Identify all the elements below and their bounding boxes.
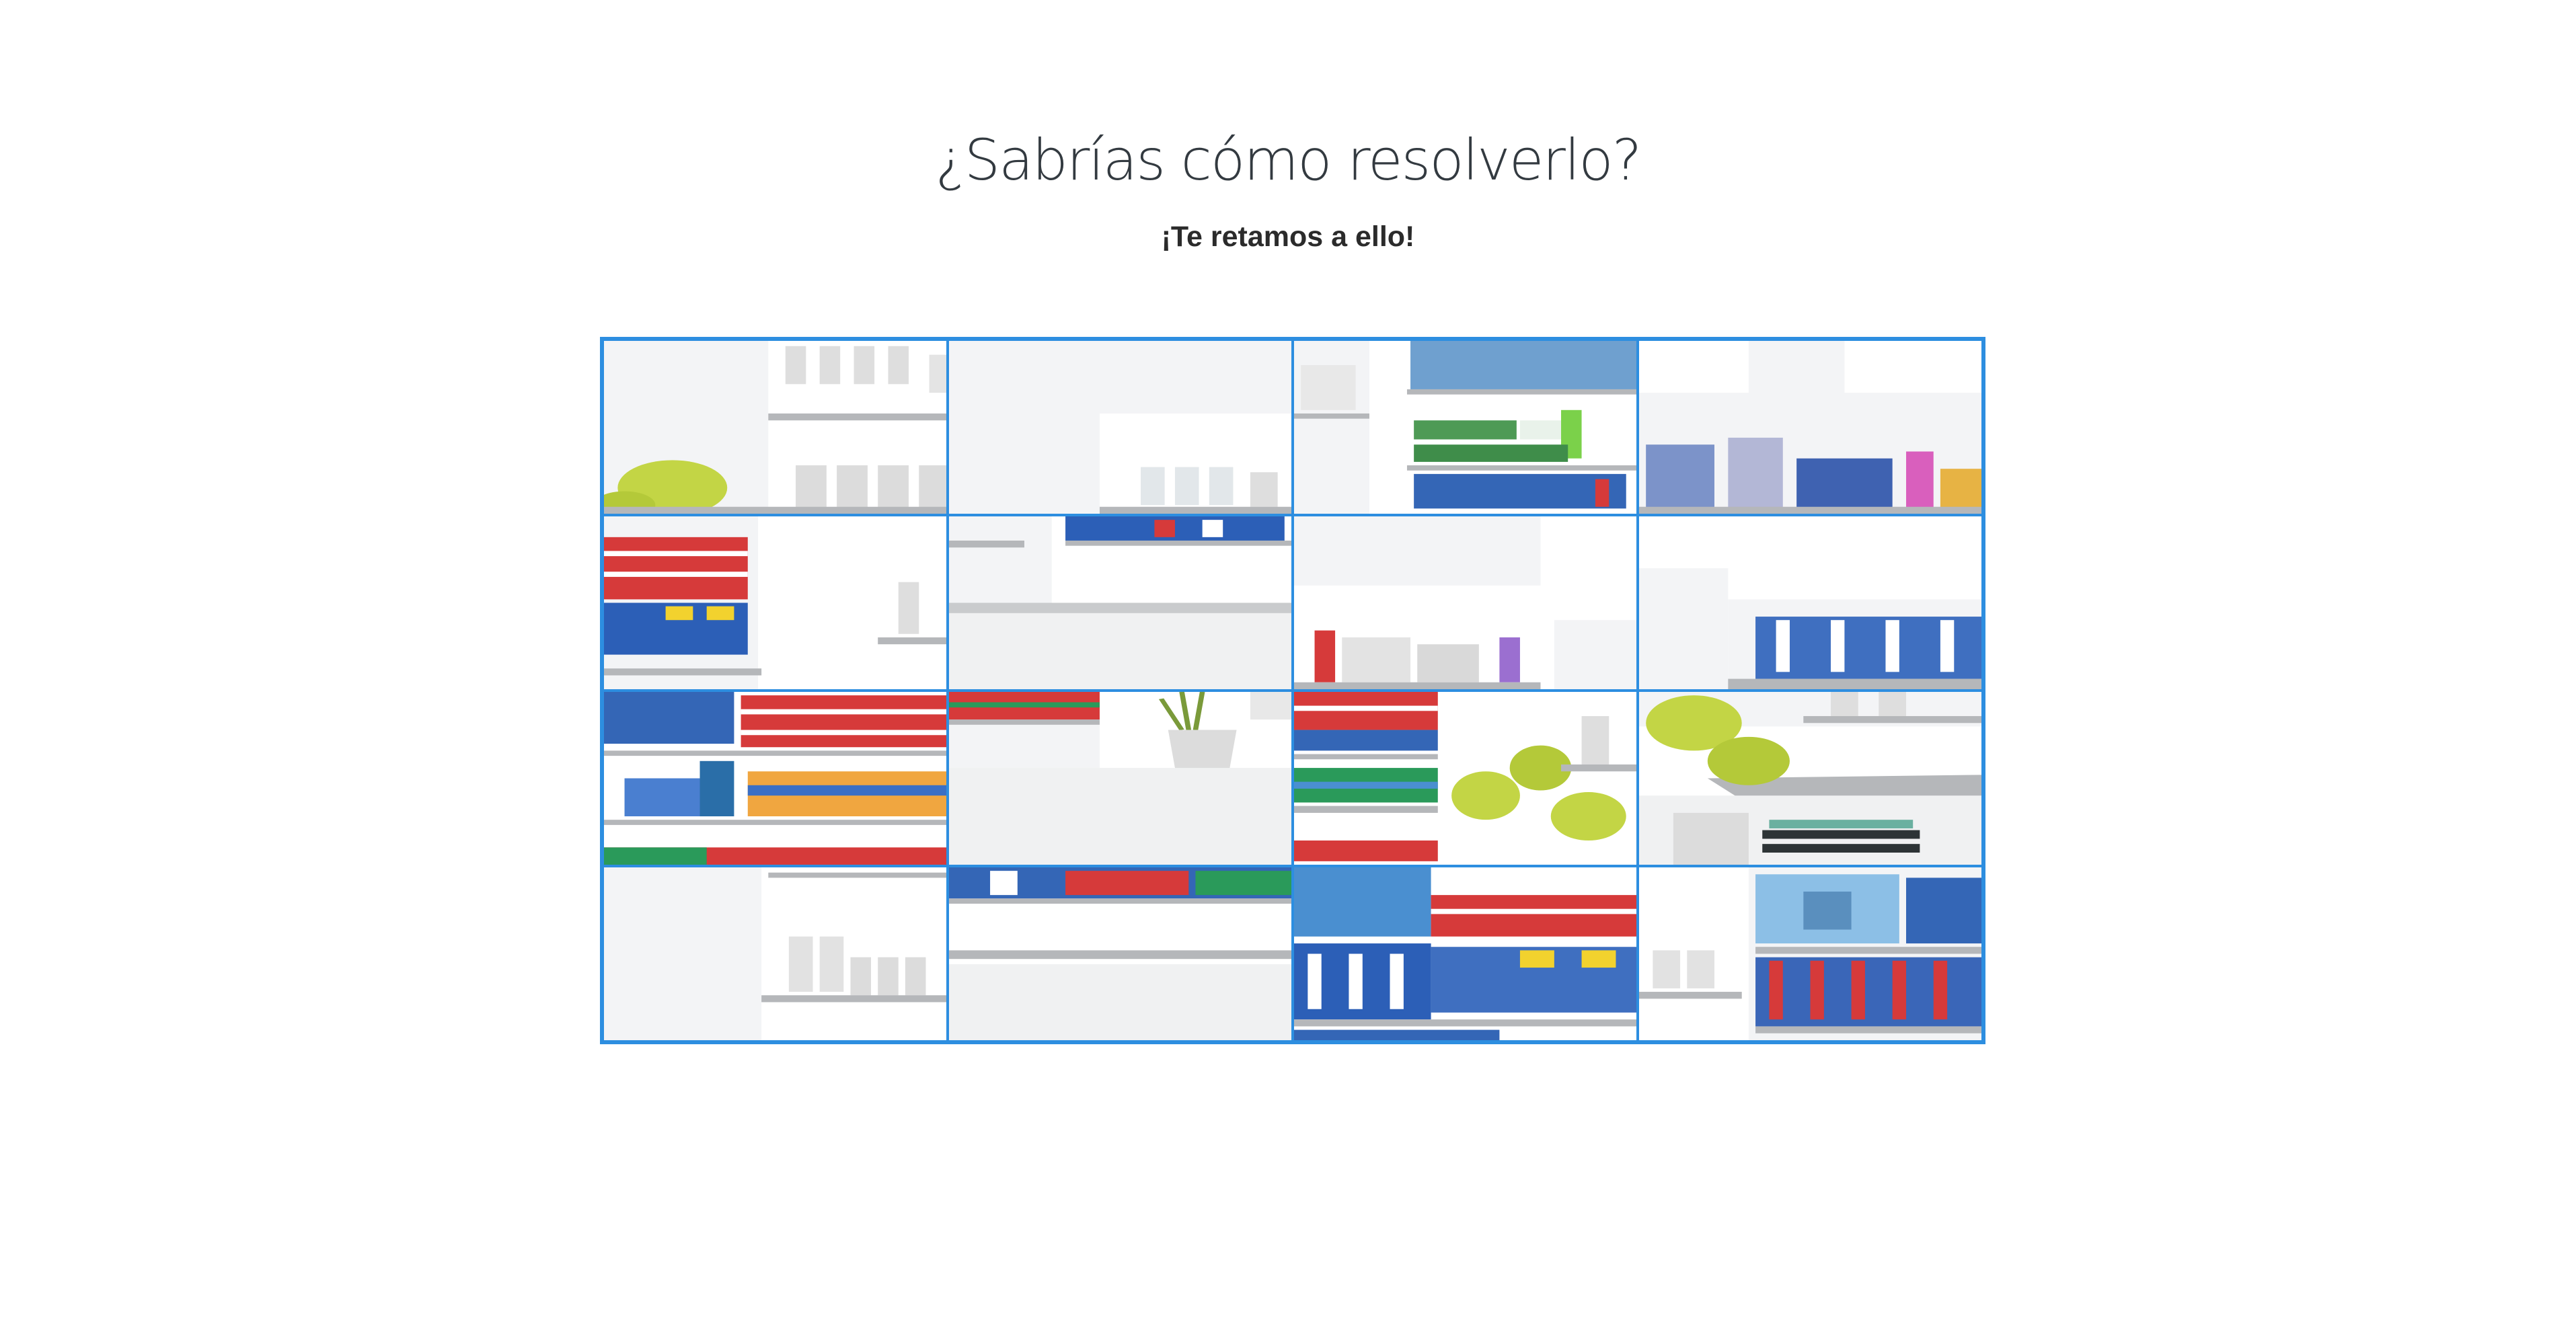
puzzle-piece-10[interactable] [948,691,1293,866]
puzzle-piece-8[interactable] [1638,515,1983,691]
toothbrush-shelf-icon [1639,516,1981,689]
product-boxes-shelf-icon [1639,341,1981,514]
puzzle-piece-2[interactable] [948,340,1293,515]
puzzle-piece-16[interactable] [1638,866,1983,1042]
puzzle-piece-15[interactable] [1293,866,1638,1042]
monstera-plant-counter-icon [1639,692,1981,865]
red-toothpaste-boxes-icon [604,516,946,689]
toothpaste-rows-icon [604,692,946,865]
puzzle-piece-1[interactable] [603,340,948,515]
empty-wall-with-jars-icon [949,341,1291,514]
puzzle-piece-3[interactable] [1293,340,1638,515]
bottles-on-shelf-icon [604,867,946,1040]
puzzle-piece-11[interactable] [1293,691,1638,866]
puzzle-piece-7[interactable] [1293,515,1638,691]
puzzle-board [600,337,1985,1044]
toothbrush-and-toothpaste-shelves-icon [1294,341,1636,514]
dense-product-shelves-icon [1294,867,1636,1040]
puzzle-piece-9[interactable] [603,691,948,866]
potted-plant-counter-icon [949,692,1291,865]
puzzle-piece-13[interactable] [603,866,948,1042]
puzzle-piece-4[interactable] [1638,340,1983,515]
page-title: ¿Sabrías cómo resolverlo? [935,127,1642,193]
puzzle-piece-6[interactable] [948,515,1293,691]
display-screen-and-toothbrushes-icon [1639,867,1981,1040]
puzzle-piece-12[interactable] [1638,691,1983,866]
page-subtitle: ¡Te retamos a ello! [1161,221,1415,253]
plant-leaves-and-bottles-icon [604,341,946,514]
puzzle-piece-14[interactable] [948,866,1293,1042]
counter-edge-products-icon [949,867,1291,1040]
counter-with-products-icon [949,516,1291,689]
puzzle-piece-5[interactable] [603,515,948,691]
toothpaste-and-plant-icon [1294,692,1636,865]
small-product-shelf-icon [1294,516,1636,689]
